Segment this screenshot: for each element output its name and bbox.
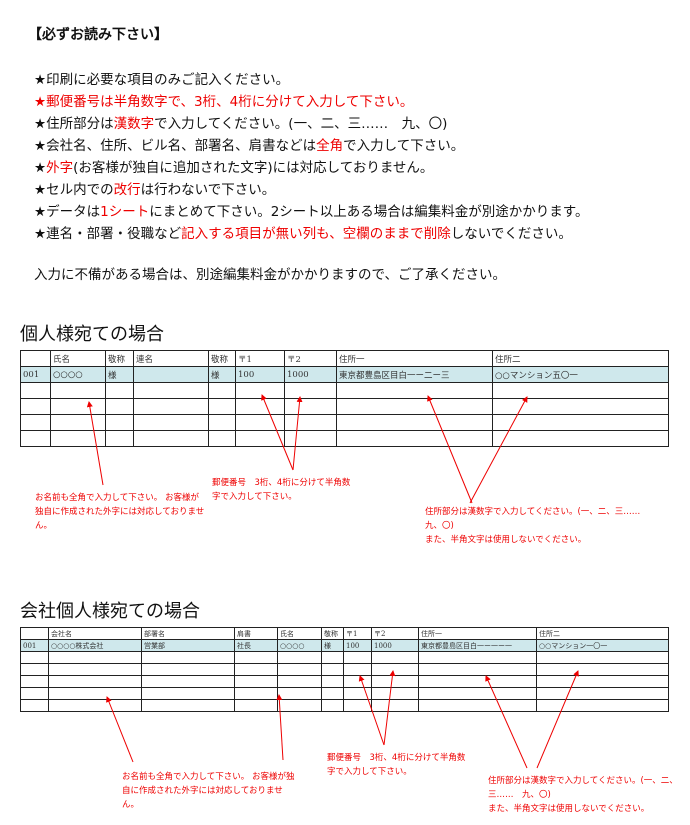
arrow [292, 396, 303, 471]
rule-text: で入力して下さい。 [343, 138, 465, 154]
arrow [261, 394, 294, 471]
page-title: 【必ずお読み下さい】 [28, 27, 168, 43]
section2-note-address: 住所部分は漢数字で入力してください。(一、二、三…… 九、〇)また、半角文字は使… [488, 776, 678, 814]
rule-text: 全角 [316, 138, 344, 154]
table-row [20, 687, 669, 700]
rule-text: ★ [34, 160, 47, 176]
rule-text: ★会社名、住所、ビル名、部署名、肩書などは [34, 138, 317, 154]
table-cell[interactable]: 1000 [284, 366, 337, 383]
rule-line: ★郵便番号は半角数字で、3桁、4桁に分けて入力して下さい。 [34, 90, 413, 110]
arrow [469, 396, 528, 504]
rule-text: 改行 [113, 182, 141, 198]
section2-note-name: お名前も全角で入力して下さい。 お客様が独自に作成された外字には対応しておりませ… [122, 772, 295, 810]
rule-text: 1シート [100, 204, 150, 220]
rule-text: ★住所部分は [34, 116, 114, 132]
arrow [485, 675, 528, 769]
arrow [383, 670, 396, 746]
table-row [20, 414, 669, 431]
rule-text: 外字 [46, 160, 74, 176]
arrow [276, 694, 284, 761]
section1-heading: 個人様宛ての場合 [20, 324, 164, 345]
table-cell[interactable]: 様 [321, 639, 344, 652]
arrow [427, 395, 473, 504]
section2-note-zip: 郵便番号 3桁、4桁に分けて半角数字で入力して下さい。 [327, 753, 466, 777]
table-cell[interactable]: ○○マンション五〇一 [492, 366, 669, 383]
arrow [358, 675, 385, 746]
table-row [20, 699, 669, 712]
rule-line: ★セル内での改行は行わないで下さい。 [34, 178, 275, 198]
rule-text: にまとめて下さい。2シート以上ある場合は編集料金が別途かかります。 [149, 204, 589, 220]
table-cell[interactable]: 様 [105, 366, 134, 383]
table-cell[interactable] [536, 699, 669, 712]
rule-text: ★印刷に必要な項目のみご記入ください。 [34, 72, 290, 88]
section2-heading: 会社個人様宛ての場合 [20, 601, 200, 622]
rule-text: しないでください。 [450, 226, 572, 242]
rule-text: 記入する項目が無い列も、空欄のままで削除 [181, 226, 451, 242]
rule-text: は行わないで下さい。 [140, 182, 276, 198]
rule-line: ★外字(お客様が独自に追加された文字)には対応しておりません。 [34, 156, 433, 176]
table-cell[interactable]: ○○○○ [50, 366, 106, 383]
table-row [20, 430, 669, 447]
rule-line: ★会社名、住所、ビル名、部署名、肩書などは全角で入力して下さい。 [34, 134, 464, 154]
section1-note-zip: 郵便番号 3桁、4桁に分けて半角数字で入力して下さい。 [212, 478, 351, 502]
rule-text: (お客様が独自に追加された文字)には対応しておりません。 [73, 160, 434, 176]
notice-text: 入力に不備がある場合は、別途編集料金がかかりますので、ご了承ください。 [34, 267, 506, 283]
table-cell[interactable]: 1000 [371, 639, 419, 652]
table-cell[interactable]: 100 [343, 639, 372, 652]
rule-text: で入力してください。(一、二、三…… 九、〇) [154, 116, 448, 132]
arrow [536, 670, 579, 769]
rule-line: ★住所部分は漢数字で入力してください。(一、二、三…… 九、〇) [34, 112, 447, 132]
rule-text: ★連名・部署・役職など [34, 226, 182, 242]
rule-text: 漢数字 [113, 116, 155, 132]
rule-line: ★印刷に必要な項目のみご記入ください。 [34, 68, 289, 88]
table-cell[interactable]: 営業部 [141, 639, 235, 652]
section1-note-address: 住所部分は漢数字で入力してください。(一、二、三…… 九、〇)また、半角文字は使… [425, 507, 649, 545]
table-cell[interactable] [492, 430, 669, 447]
rule-text: ★データは [34, 204, 101, 220]
rule-line: ★データは1シートにまとめて下さい。2シート以上ある場合は編集料金が別途かかりま… [34, 200, 588, 220]
rule-text: ★郵便番号は半角数字で、3桁、4桁に分けて入力して下さい。 [34, 94, 414, 110]
table-cell[interactable] [133, 366, 209, 383]
table-cell[interactable]: ○○マンション一〇一 [536, 639, 669, 652]
rule-text: ★セル内での [34, 182, 114, 198]
table-cell[interactable]: 東京都豊島区目白一ー一ー一 [418, 639, 537, 652]
arrow [86, 401, 104, 486]
arrow [106, 696, 134, 763]
rule-line: ★連名・部署・役職など記入する項目が無い列も、空欄のままで削除しないでください。 [34, 222, 572, 242]
table-cell[interactable]: 様 [208, 366, 236, 383]
section1-note-name: お名前も全角で入力して下さい。 お客様が独自に作成された外字には対応しておりませ… [35, 493, 205, 531]
table-row [20, 663, 669, 676]
table-row [20, 675, 669, 688]
table-cell[interactable]: 東京都豊島区目白一ー二ー三 [336, 366, 493, 383]
